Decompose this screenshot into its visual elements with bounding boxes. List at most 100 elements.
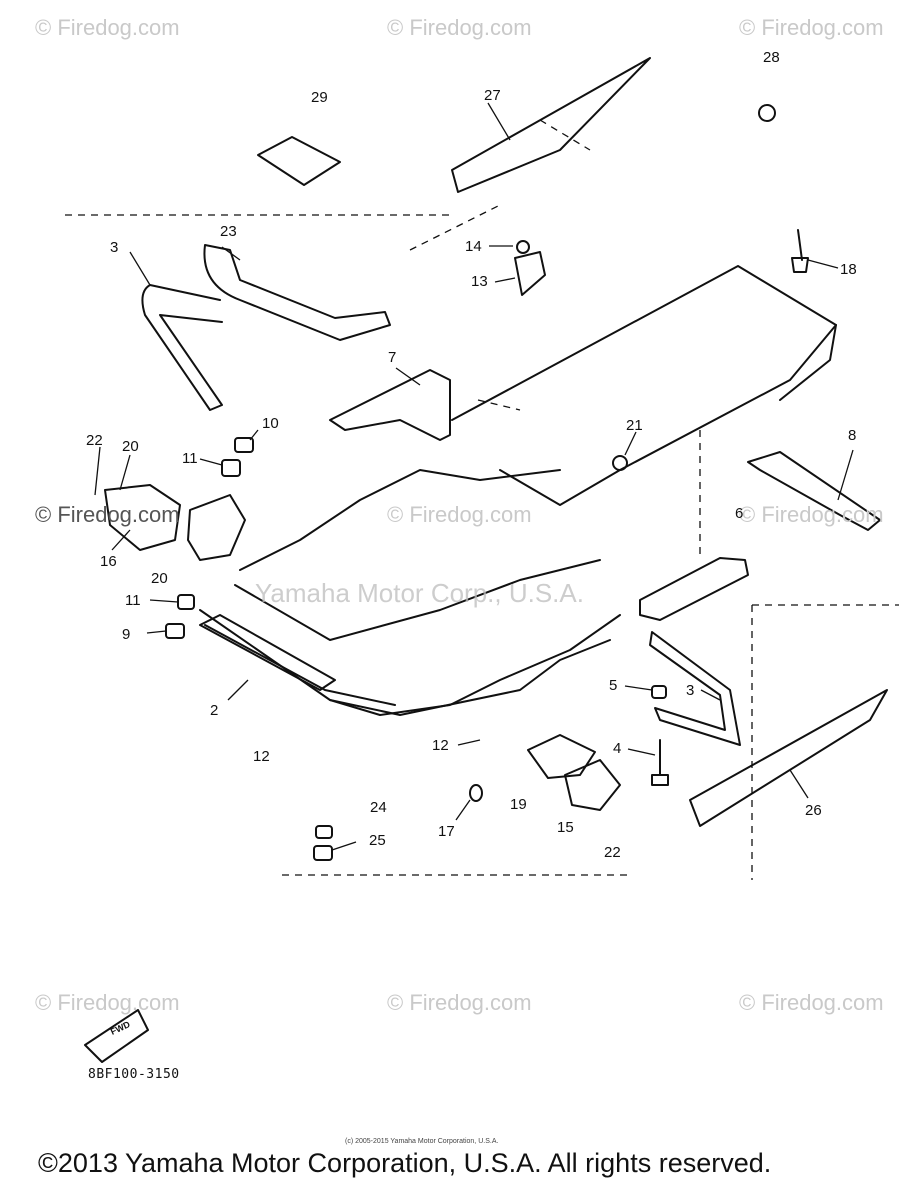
part-19-plate — [527, 734, 596, 779]
part-27-decal — [451, 57, 651, 193]
leader-line — [624, 431, 637, 456]
callout-3-left: 3 — [110, 239, 119, 256]
part-26-decal — [689, 689, 888, 827]
leader-line — [331, 841, 357, 851]
part-11-bushing — [221, 459, 241, 477]
part-15-plate — [564, 759, 621, 811]
tunnel — [451, 265, 837, 471]
part-10-bushing — [234, 437, 254, 453]
part-7-bracket — [329, 369, 451, 441]
watermark-yamaha: Yamaha Motor Corp., U.S.A. — [255, 578, 584, 608]
copyright: ©2013 Yamaha Motor Corporation, U.S.A. A… — [38, 1148, 772, 1178]
part-3-bumper-right — [649, 631, 741, 746]
leader-line — [455, 799, 471, 821]
watermark-bottom-left: © Firedog.com — [35, 990, 180, 1015]
leader-line — [149, 599, 179, 603]
callout-22-upper: 22 — [86, 432, 103, 449]
leader-line — [624, 685, 653, 691]
leader-line — [111, 529, 131, 551]
part-9-bushing — [165, 623, 185, 639]
leader-line — [494, 277, 516, 283]
callout-20-lower: 20 — [151, 570, 168, 587]
callout-20-upper: 20 — [122, 438, 139, 455]
part-28-grommet — [758, 104, 776, 122]
callout-7: 7 — [388, 349, 397, 366]
leader-line — [221, 246, 241, 261]
callout-24: 24 — [370, 799, 387, 816]
part-6-rail — [639, 557, 749, 621]
small-copyright: (c) 2005-2015 Yamaha Motor Corporation, … — [345, 1138, 499, 1145]
callout-15: 15 — [557, 819, 574, 836]
leader-line — [457, 739, 481, 746]
part-17-washer — [469, 784, 483, 802]
callout-12-center: 12 — [432, 737, 449, 754]
callout-18: 18 — [840, 261, 857, 278]
part-18-bolt — [791, 229, 809, 273]
leader-line — [837, 449, 854, 501]
leader-line — [700, 689, 721, 701]
callout-29: 29 — [311, 89, 328, 106]
part-8-bracket — [747, 451, 881, 531]
callout-10: 10 — [262, 415, 279, 432]
callout-28: 28 — [763, 49, 780, 66]
part-11-bushing-lower — [177, 594, 195, 610]
leader-line — [487, 102, 511, 141]
callout-11-lower: 11 — [125, 592, 141, 609]
part-3-bumper-left — [141, 284, 223, 411]
watermark-mid-right: © Firedog.com — [739, 502, 884, 527]
part-4-bolt — [651, 739, 669, 786]
leader-line — [146, 630, 167, 634]
callout-14: 14 — [465, 238, 482, 255]
callout-21: 21 — [626, 417, 643, 434]
leader-line — [129, 251, 151, 286]
leader-line — [199, 458, 223, 466]
callout-25: 25 — [369, 832, 386, 849]
watermark-top-center: © Firedog.com — [387, 15, 532, 40]
frame-rails — [199, 609, 611, 716]
callout-23: 23 — [220, 223, 237, 240]
part-16-block — [104, 484, 181, 551]
watermark-bottom-center: © Firedog.com — [387, 990, 532, 1015]
callout-12-left: 12 — [253, 748, 270, 765]
part-13-clip — [514, 251, 546, 296]
callout-4: 4 — [613, 740, 622, 757]
callout-13: 13 — [471, 273, 488, 290]
part-25-cap — [313, 845, 333, 861]
callout-2: 2 — [210, 702, 219, 719]
watermark-bottom-right: © Firedog.com — [739, 990, 884, 1015]
part-29-pad — [257, 136, 341, 186]
leader-line — [94, 446, 101, 496]
diagram-code: 8BF100-3150 — [88, 1067, 180, 1082]
callout-16: 16 — [100, 553, 117, 570]
callout-22-lower: 22 — [604, 844, 621, 861]
leader-line — [627, 748, 656, 756]
part-24-cap — [315, 825, 333, 839]
callout-9: 9 — [122, 626, 131, 643]
leader-line — [789, 769, 809, 799]
watermark-top-left: © Firedog.com — [35, 15, 180, 40]
leader-line — [227, 679, 249, 701]
part-2-crossmember — [199, 614, 336, 691]
callout-11-upper: 11 — [182, 450, 198, 467]
callout-8: 8 — [848, 427, 857, 444]
part-21-plug — [612, 455, 628, 471]
callout-26: 26 — [805, 802, 822, 819]
callout-6: 6 — [735, 505, 744, 522]
leader-line — [395, 367, 421, 386]
leader-line — [807, 259, 839, 269]
fwd-arrow-shape — [84, 1009, 149, 1063]
part-23-footrest — [203, 244, 391, 341]
callout-19: 19 — [510, 796, 527, 813]
callout-17: 17 — [438, 823, 455, 840]
callout-27: 27 — [484, 87, 501, 104]
watermark-top-right: © Firedog.com — [739, 15, 884, 40]
watermark-mid-center: © Firedog.com — [387, 502, 532, 527]
watermark-mid-left: © Firedog.com — [35, 502, 180, 527]
callout-5: 5 — [609, 677, 618, 694]
part-5-nut — [651, 685, 667, 699]
callout-3-right: 3 — [686, 682, 695, 699]
leader-line — [119, 454, 131, 491]
leader-line — [249, 429, 259, 441]
